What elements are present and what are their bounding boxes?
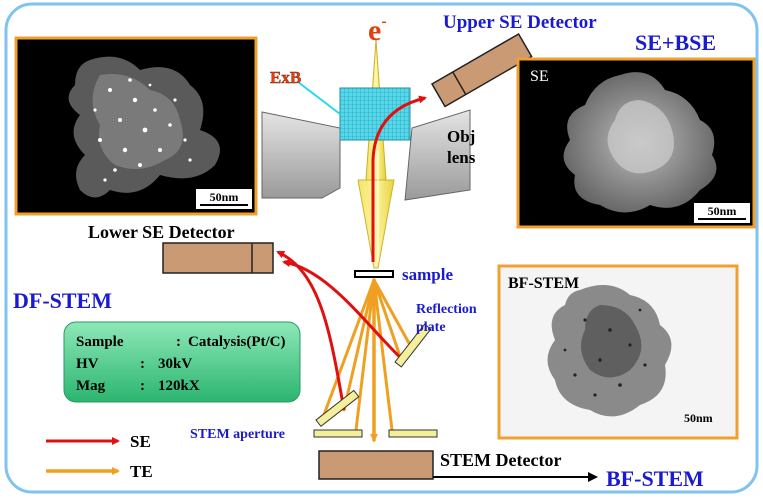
upper-se-detector — [430, 32, 533, 108]
stem-aperture-right — [388, 429, 438, 438]
info-mag-value: 120kX — [158, 378, 200, 394]
electron-label: e- — [368, 13, 387, 47]
df-stem-scalebar-label: 50nm — [210, 190, 239, 204]
reflection-plate-label-2: plate — [416, 320, 446, 335]
info-mag-sep: : — [140, 378, 145, 394]
info-sample-key: Sample — [76, 334, 124, 350]
obj-lens-label-1: Obj — [447, 127, 475, 146]
df-stem-label: DF-STEM — [13, 288, 112, 313]
lower-se-detector-label: Lower SE Detector — [88, 222, 235, 242]
reflection-plate-left — [315, 389, 360, 428]
lower-se-detector — [162, 242, 274, 274]
objective-lens-right — [404, 109, 471, 201]
info-sample-sep: : — [176, 334, 181, 350]
info-hv-sep: : — [140, 356, 145, 372]
te-fan — [320, 278, 412, 442]
exb-label: ExB — [270, 68, 301, 87]
se-path-upper — [371, 95, 427, 262]
stem-aperture-left — [313, 429, 363, 438]
se-scalebar-label: 50nm — [708, 204, 737, 218]
legend-te-label: TE — [130, 462, 153, 481]
bf-stem-image — [497, 264, 739, 440]
info-hv-value: 30kV — [158, 356, 192, 372]
info-sample-value: Catalysis(Pt/C) — [188, 334, 286, 350]
legend-se-label: SE — [130, 432, 151, 451]
electron-beam-focus — [357, 179, 395, 269]
se-path-lower-2 — [282, 259, 407, 364]
info-box: Sample : Catalysis(Pt/C) HV : 30kV Mag :… — [63, 321, 301, 403]
legend: SE TE — [46, 432, 153, 481]
exb-filter — [339, 87, 411, 141]
se-image — [516, 57, 756, 229]
info-mag-key: Mag — [76, 378, 106, 394]
sample-label: sample — [402, 265, 453, 284]
se-bse-label: SE+BSE — [635, 30, 716, 55]
se-image-label: SE — [530, 68, 549, 85]
bf-stem-image-label: BF-STEM — [508, 275, 579, 292]
obj-lens-label-2: lens — [447, 148, 476, 167]
upper-se-detector-label: Upper SE Detector — [443, 12, 597, 33]
se-path-lower-1 — [276, 250, 346, 411]
reflection-plate-label-1: Reflection — [416, 302, 477, 317]
stem-detector-label: STEM Detector — [440, 450, 561, 470]
info-hv-key: HV — [76, 356, 99, 372]
df-stem-image — [14, 36, 258, 216]
bf-stem-scalebar-label: 50nm — [684, 411, 713, 425]
reflection-plate — [394, 323, 432, 368]
stem-aperture-label: STEM aperture — [190, 427, 285, 442]
objective-lens-left — [261, 111, 341, 199]
outer-frame — [4, 2, 759, 494]
sample — [354, 270, 394, 278]
stem-detector — [318, 450, 434, 480]
exb-pointer — [297, 81, 341, 115]
bf-stem-output-label: BF-STEM — [606, 466, 704, 491]
